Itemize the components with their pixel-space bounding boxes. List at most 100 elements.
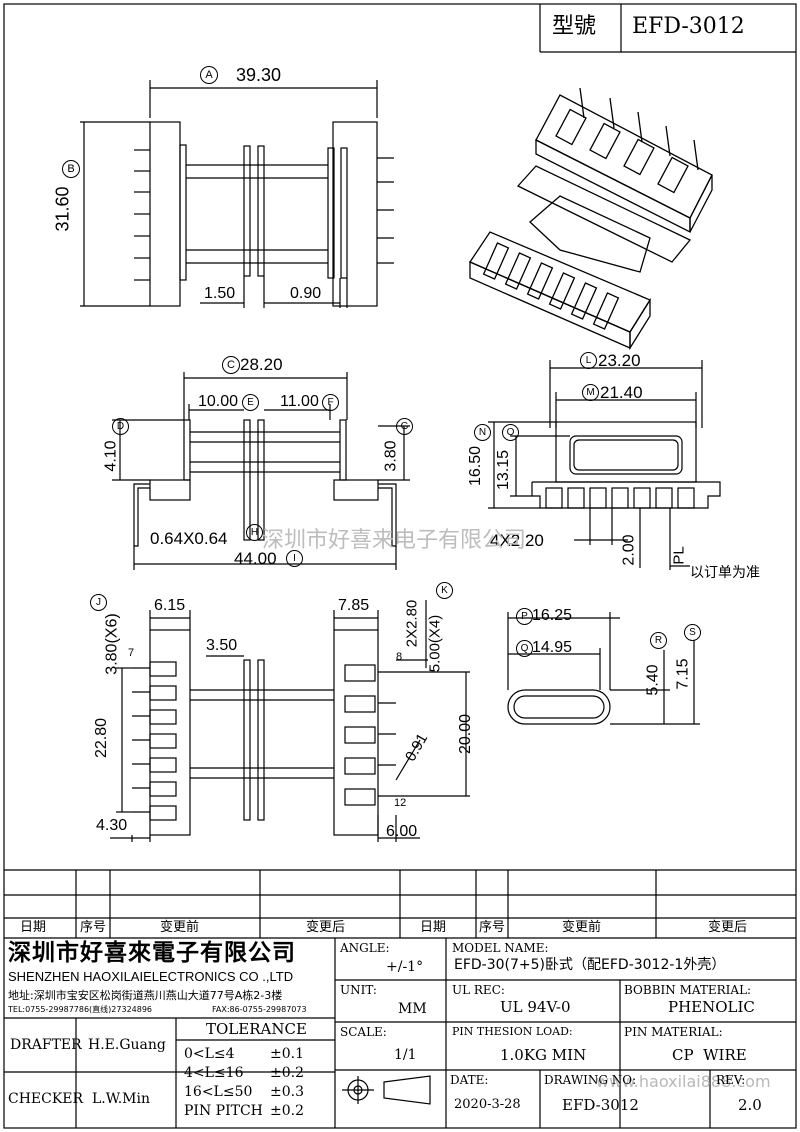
dim-2000: 20.00 <box>457 713 475 755</box>
revision-table-geometry <box>4 869 796 939</box>
dim-p: 16.25 <box>532 607 573 624</box>
mark-f: F <box>322 394 339 411</box>
watermark-url: www.haoxilai888.com <box>596 1072 771 1091</box>
rev-col-before-1: 变更前 <box>160 920 200 935</box>
top-view-geometry <box>80 80 394 308</box>
checker-label: CHECKER <box>8 1091 84 1107</box>
company-name-en: SHENZHEN HAOXILAIELECTRONICS CO .,LTD <box>8 969 294 984</box>
tolerance-table: 0<L≤4 ±0.1 4<L≤16 ±0.2 16<L≤50 ±0.3 PIN … <box>184 1046 334 1122</box>
model-value: EFD-3012 <box>632 14 745 39</box>
company-name-cn: 深圳市好喜來電子有限公司 <box>8 940 296 966</box>
drafter-value: H.E.Guang <box>88 1037 166 1053</box>
dim-pin: 0.64X0.64 <box>150 529 228 548</box>
page-frame <box>3 3 797 1129</box>
mark-o: O <box>502 424 519 441</box>
mark-l: L <box>580 352 597 369</box>
dim-200: 2.00 <box>620 534 638 566</box>
side-view-geometry <box>112 372 410 570</box>
rev-col-date-2: 日期 <box>420 920 447 935</box>
dim-flange: 1.50 <box>204 285 236 302</box>
mark-d: D <box>112 418 129 435</box>
dim-l: 23.20 <box>598 351 641 370</box>
mark-i: I <box>286 550 303 567</box>
rev-col-after-2: 变更后 <box>708 920 748 935</box>
drawing-label: DRAWING NO: <box>544 1073 637 1087</box>
tolerance-value: ±0.2 <box>270 1065 304 1081</box>
mark-j: J <box>90 594 107 611</box>
dim-350: 3.50 <box>206 637 238 654</box>
dim-m: 21.40 <box>600 383 643 402</box>
mark-p: P <box>516 608 533 625</box>
drawing-value: EFD-3012 <box>562 1096 639 1114</box>
model-label: 型號 <box>552 14 597 39</box>
unit-value: MM <box>398 1001 427 1017</box>
bottom-view-geometry <box>110 600 470 842</box>
dim-q: 14.95 <box>532 639 573 656</box>
cover-view-geometry <box>507 612 700 725</box>
date-value: 2020-3-28 <box>454 1097 521 1112</box>
mark-m: M <box>582 384 599 401</box>
mark-k: K <box>436 582 453 599</box>
mark-h: H <box>246 524 263 541</box>
checker-value: L.W.Min <box>92 1091 150 1107</box>
dim-k1: 2X2.80 <box>403 599 421 648</box>
tolerance-row: 0<L≤4 ±0.1 <box>184 1046 334 1065</box>
dim-k2: 5.00(X4) <box>426 614 444 673</box>
date-label: DATE: <box>450 1073 489 1087</box>
end-view-geometry <box>488 360 721 570</box>
mark-e: E <box>242 394 259 411</box>
dim-430: 4.30 <box>96 817 128 834</box>
ul-value: UL 94V-0 <box>500 998 571 1016</box>
tolerance-value: ±0.3 <box>270 1084 304 1100</box>
pin-mat-value: CP WIRE <box>672 1046 747 1064</box>
model-name-label: MODEL NAME: <box>452 941 549 955</box>
drafter-label: DRAFTER <box>10 1037 82 1053</box>
rev-label: REV: <box>716 1073 746 1087</box>
pin-7: 7 <box>128 647 135 659</box>
dim-n: 16.50 <box>467 445 485 487</box>
dim-600: 6.00 <box>386 823 418 840</box>
dim-g: 3.80 <box>382 440 400 472</box>
pin-8: 8 <box>396 651 403 663</box>
watermark-company: 深圳市好喜来电子有限公司 <box>262 528 527 553</box>
scale-value: 1/1 <box>394 1047 417 1063</box>
rev-col-after-1: 变更后 <box>306 920 346 935</box>
pin-load-label: PIN THESION LOAD: <box>452 1025 573 1038</box>
dim-f: 11.00 <box>280 393 319 410</box>
scale-label: SCALE: <box>340 1025 387 1039</box>
mark-n: N <box>474 424 491 441</box>
tolerance-row: PIN PITCH ±0.2 <box>184 1103 334 1122</box>
pl-label: PL <box>670 546 688 565</box>
bobbin-label: BOBBIN MATERIAL: <box>624 983 752 997</box>
title-block-geometry <box>4 938 796 1128</box>
tolerance-range: PIN PITCH <box>184 1103 263 1119</box>
mark-r: R <box>650 632 667 649</box>
dim-i: 44.00 <box>234 549 277 568</box>
dim-785: 7.85 <box>338 597 370 614</box>
dim-gap: 0.90 <box>290 285 322 302</box>
bobbin-value: PHENOLIC <box>668 998 755 1016</box>
ul-label: UL REC: <box>452 983 505 997</box>
angle-label: ANGLE: <box>340 941 390 955</box>
dim-r: 5.40 <box>644 664 662 696</box>
rev-col-no-1: 序号 <box>80 920 107 935</box>
company-address: 地址:深圳市宝安区松岗街道燕川燕山大道77号A栋2-3楼 <box>8 989 283 1002</box>
dim-o: 13.15 <box>495 449 513 491</box>
dim-pitch: 4X2.20 <box>490 531 544 550</box>
rev-col-no-2: 序号 <box>479 920 506 935</box>
tolerance-row: 16<L≤50 ±0.3 <box>184 1084 334 1103</box>
company-fax: FAX:86-0755-29987073 <box>212 1005 307 1014</box>
rev-col-date-1: 日期 <box>20 920 47 935</box>
unit-label: UNIT: <box>340 983 377 997</box>
mark-q: Q <box>516 640 533 657</box>
dim-e: 10.00 <box>198 393 239 410</box>
tolerance-value: ±0.1 <box>270 1046 304 1062</box>
dim-s: 7.15 <box>674 658 692 690</box>
model-name-value: EFD-30(7+5)卧式（配EFD-3012-1外壳） <box>454 957 726 973</box>
isometric-view-geometry <box>469 87 713 351</box>
company-tel: TEL:0755-29987786(直线)27324896 <box>8 1005 153 1014</box>
tolerance-range: 0<L≤4 <box>184 1046 235 1062</box>
mark-s: S <box>684 624 701 641</box>
angle-value: +/-1° <box>386 959 424 975</box>
tolerance-value: ±0.2 <box>270 1103 304 1119</box>
